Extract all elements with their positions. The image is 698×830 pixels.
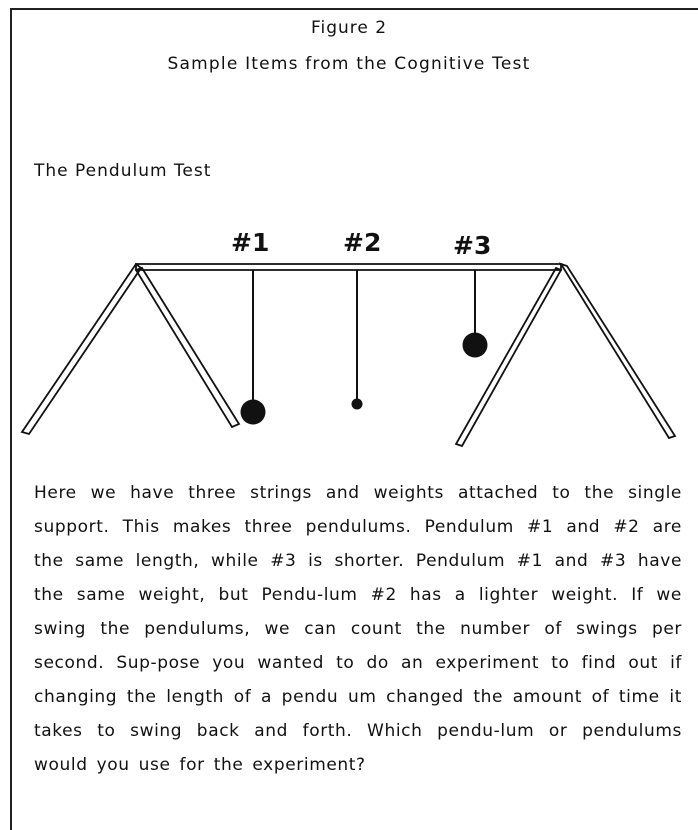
figure-subtitle: Sample Items from the Cognitive Test (167, 54, 531, 74)
right-inner-leg (454, 266, 563, 448)
question-text: Here we have three strings and weights a… (34, 483, 682, 775)
support-bar (135, 263, 562, 271)
pendulum-label-3: #3 (453, 231, 491, 260)
pendulum-weight-3 (462, 332, 488, 358)
pendulum-diagram: #1 #2 #3 (20, 228, 677, 448)
left-inner-leg (134, 266, 241, 429)
left-outer-leg (20, 262, 143, 436)
pendulum-weight-1 (240, 399, 266, 425)
pendulum-label-2: #2 (343, 228, 381, 257)
pendulum-weight-2 (351, 398, 363, 410)
pendulum-label-1: #1 (231, 228, 269, 257)
figure-border (10, 8, 698, 830)
section-heading: The Pendulum Test (34, 161, 212, 181)
figure-title: Figure 2 (310, 18, 388, 38)
right-outer-leg (558, 262, 677, 440)
